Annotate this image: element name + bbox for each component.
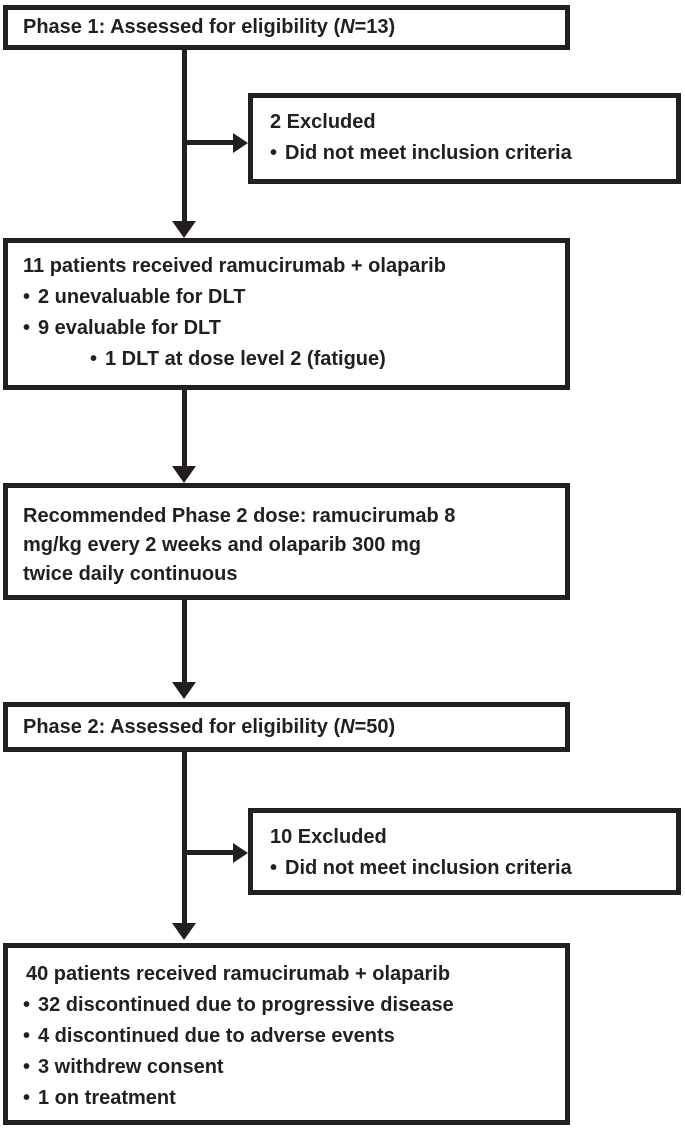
bullet-icon: • bbox=[270, 142, 278, 164]
arrowhead-right-icon bbox=[233, 843, 248, 863]
phase2-eligibility-box: Phase 2: Assessed for eligibility (N=50) bbox=[3, 702, 570, 752]
list-item: • 4 discontinued due to adverse events bbox=[23, 1021, 555, 1052]
bullet-icon: • bbox=[23, 317, 31, 339]
treated-count: 11 patients received ramucirumab + olapa… bbox=[23, 255, 446, 277]
list-item: • Did not meet inclusion criteria bbox=[270, 853, 666, 884]
phase2-treated-box: 40 patients received ramucirumab + olapa… bbox=[3, 943, 570, 1125]
list-item: • 32 discontinued due to progressive dis… bbox=[23, 990, 555, 1021]
list-item: • 1 on treatment bbox=[23, 1083, 555, 1114]
bullet-icon: • bbox=[23, 1087, 31, 1109]
arrowhead-down-icon bbox=[172, 682, 196, 699]
phase1-eligibility-text: Phase 1: Assessed for eligibility (N=13) bbox=[23, 16, 396, 38]
arrowhead-down-icon bbox=[172, 923, 196, 940]
excluded-count: 2 Excluded bbox=[270, 111, 376, 133]
phase1-excluded-box: 2 Excluded • Did not meet inclusion crit… bbox=[248, 93, 681, 184]
phase2-flow-line bbox=[182, 752, 187, 924]
bullet-icon: • bbox=[270, 857, 278, 879]
list-item: • 3 withdrew consent bbox=[23, 1052, 555, 1083]
phase2-exclusion-branch-line bbox=[182, 850, 233, 855]
phase2-eligibility-text: Phase 2: Assessed for eligibility (N=50) bbox=[23, 715, 396, 738]
sub-list-item: • 1 DLT at dose level 2 (fatigue) bbox=[90, 344, 555, 375]
phase1-eligibility-box: Phase 1: Assessed for eligibility (N=13) bbox=[3, 5, 570, 50]
bullet-icon: • bbox=[23, 994, 31, 1016]
n-symbol: N bbox=[340, 16, 355, 38]
flow-line bbox=[182, 600, 187, 683]
bullet-icon: • bbox=[23, 1056, 31, 1078]
list-item: • 2 unevaluable for DLT bbox=[23, 282, 555, 313]
phase2-excluded-box: 10 Excluded • Did not meet inclusion cri… bbox=[248, 808, 681, 895]
phase1-exclusion-branch-line bbox=[182, 140, 233, 145]
list-item: • Did not meet inclusion criteria bbox=[270, 138, 666, 169]
arrowhead-right-icon bbox=[233, 133, 248, 153]
bullet-icon: • bbox=[90, 348, 98, 370]
arrowhead-down-icon bbox=[172, 221, 196, 238]
n-symbol: N bbox=[340, 715, 355, 738]
excluded-count: 10 Excluded bbox=[270, 826, 387, 848]
recommended-dose-box: Recommended Phase 2 dose: ramucirumab 8 … bbox=[3, 483, 570, 600]
phase1-flow-line bbox=[182, 50, 187, 222]
arrowhead-down-icon bbox=[172, 466, 196, 483]
bullet-icon: • bbox=[23, 286, 31, 308]
phase1-treated-box: 11 patients received ramucirumab + olapa… bbox=[3, 238, 570, 390]
treated-count: 40 patients received ramucirumab + olapa… bbox=[26, 963, 451, 985]
flow-line bbox=[182, 390, 187, 467]
bullet-icon: • bbox=[23, 1025, 31, 1047]
list-item: • 9 evaluable for DLT bbox=[23, 313, 555, 344]
